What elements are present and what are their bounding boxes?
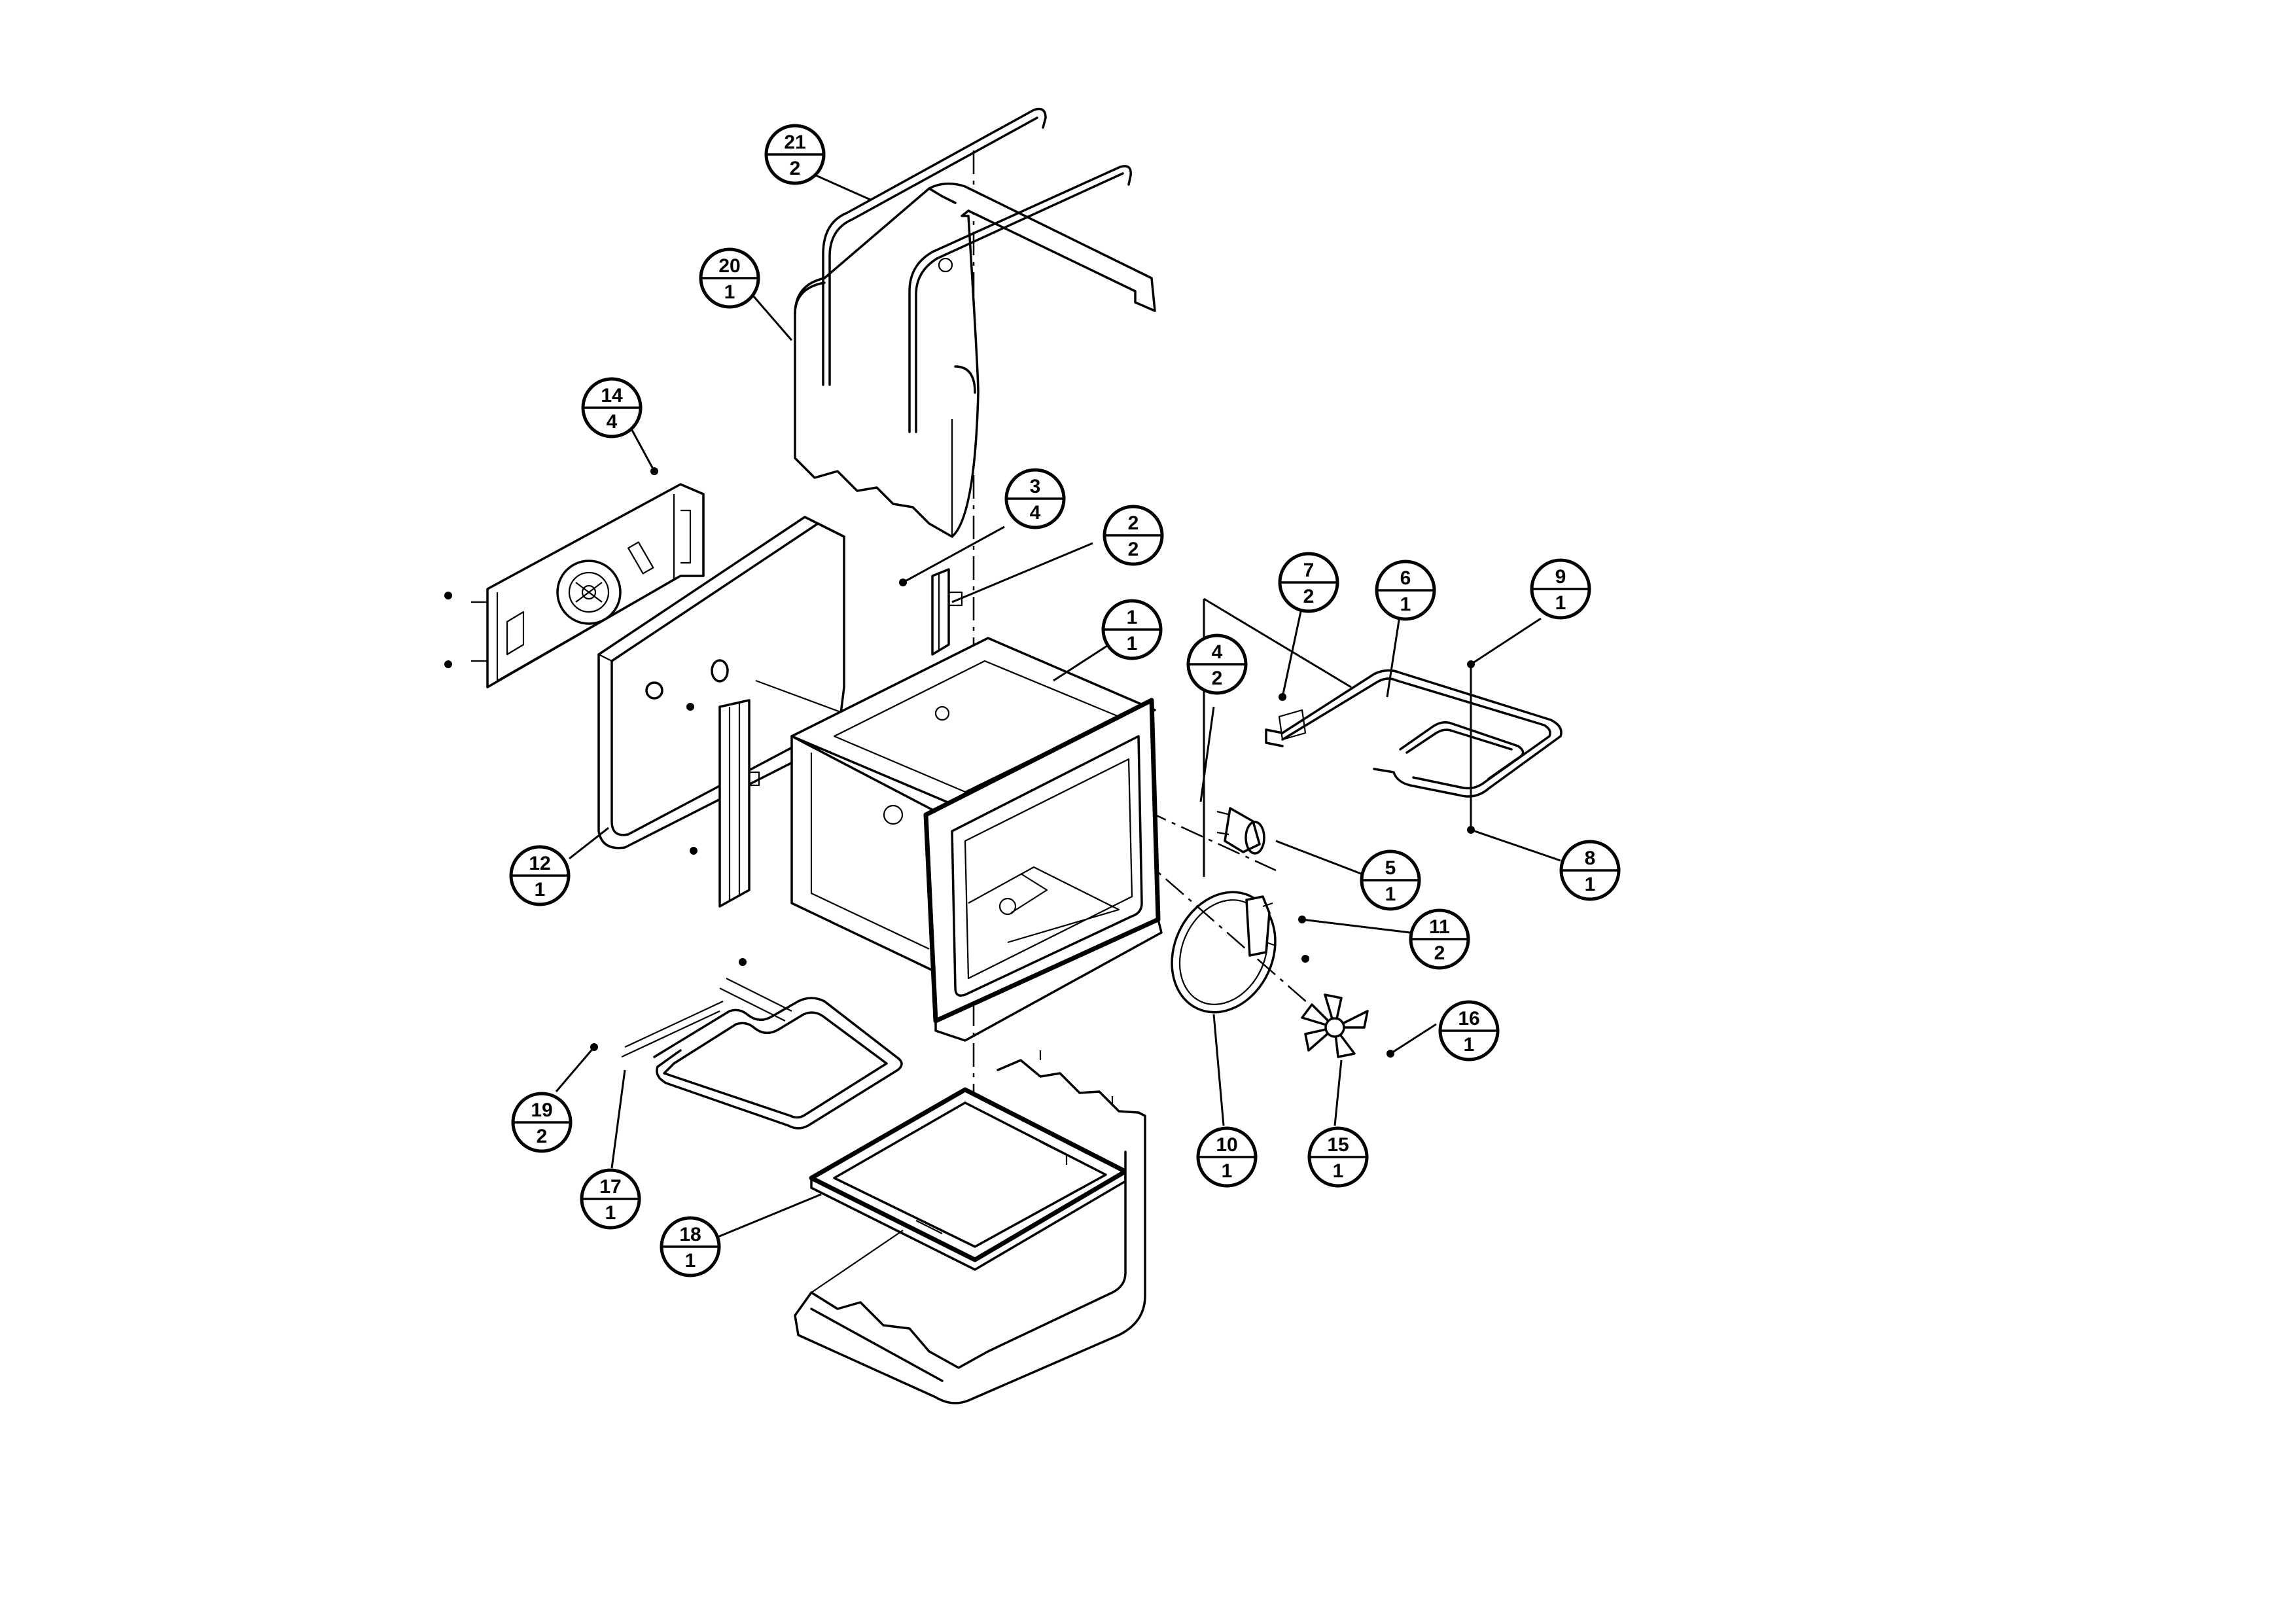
callout-item-number: 4 — [1212, 641, 1223, 663]
part-14-back-panel — [471, 483, 705, 688]
callout-quantity: 4 — [607, 411, 618, 433]
callout-quantity: 1 — [535, 879, 546, 901]
callout-quantity: 1 — [685, 1250, 696, 1272]
callout-item-number: 19 — [531, 1099, 552, 1121]
callout-14: 14 4 — [581, 377, 643, 438]
part-19-bottom-cover — [794, 1050, 1146, 1404]
callout-21: 21 2 — [764, 124, 826, 185]
callout-10: 10 1 — [1196, 1126, 1258, 1188]
callout-item-number: 8 — [1585, 847, 1596, 869]
callout-18: 18 1 — [660, 1216, 721, 1277]
callout-7: 7 2 — [1278, 552, 1339, 613]
callout-12: 12 1 — [509, 845, 571, 906]
callout-item-number: 21 — [784, 132, 805, 153]
part-1-oven-cavity — [790, 637, 1163, 1042]
callout-item-number: 5 — [1385, 857, 1396, 879]
callout-item-number: 7 — [1303, 560, 1315, 581]
callout-quantity: 1 — [1585, 874, 1596, 895]
callout-quantity: 1 — [724, 281, 735, 303]
callout-quantity: 1 — [1127, 633, 1138, 654]
callout-item-number: 11 — [1429, 916, 1450, 938]
callout-1: 1 1 — [1101, 599, 1163, 660]
callout-item-number: 1 — [1127, 607, 1138, 628]
callout-item-number: 10 — [1216, 1134, 1237, 1156]
part-15-fan-blade — [1301, 993, 1369, 1058]
part-5-lamp — [1216, 807, 1265, 855]
callout-8: 8 1 — [1559, 840, 1621, 901]
callout-item-number: 17 — [599, 1176, 621, 1198]
part-17-lower-element — [621, 978, 903, 1130]
callout-quantity: 2 — [790, 158, 801, 179]
callout-item-number: 16 — [1458, 1008, 1479, 1029]
callout-17: 17 1 — [580, 1168, 641, 1230]
callout-item-number: 9 — [1555, 566, 1566, 588]
callout-quantity: 2 — [1434, 942, 1445, 964]
callout-quantity: 2 — [1303, 586, 1315, 607]
callout-item-number: 2 — [1128, 512, 1139, 534]
callout-item-number: 20 — [718, 255, 740, 277]
callout-quantity: 2 — [537, 1126, 548, 1147]
callout-quantity: 1 — [1464, 1034, 1475, 1056]
callout-quantity: 2 — [1128, 539, 1139, 560]
part-10-fan-ring — [1171, 891, 1277, 1014]
callout-19: 19 2 — [511, 1092, 573, 1153]
callout-2: 2 2 — [1103, 505, 1164, 566]
callout-15: 15 1 — [1307, 1126, 1369, 1188]
callout-4: 4 2 — [1186, 633, 1248, 695]
callout-item-number: 14 — [601, 385, 623, 406]
callout-16: 16 1 — [1438, 1000, 1500, 1061]
callout-3: 3 4 — [1004, 468, 1066, 529]
part-2-bracket-right — [931, 568, 963, 656]
part-20-top-cover — [794, 182, 1156, 538]
callout-item-number: 18 — [679, 1224, 701, 1245]
callout-quantity: 2 — [1212, 668, 1223, 689]
callout-5: 5 1 — [1360, 849, 1421, 911]
part-21-rails — [822, 107, 1132, 433]
callout-quantity: 1 — [1555, 592, 1566, 614]
part-6-grill-element — [1265, 669, 1563, 798]
callout-9: 9 1 — [1530, 558, 1591, 620]
callout-quantity: 1 — [1333, 1160, 1344, 1182]
callout-quantity: 1 — [1222, 1160, 1233, 1182]
callout-quantity: 1 — [1385, 883, 1396, 905]
callout-item-number: 3 — [1030, 476, 1041, 497]
callout-item-number: 15 — [1327, 1134, 1349, 1156]
leader-lines — [555, 172, 1561, 1241]
callout-6: 6 1 — [1375, 560, 1436, 621]
callout-11: 11 2 — [1409, 908, 1470, 970]
callout-item-number: 12 — [529, 853, 550, 874]
callout-item-number: 6 — [1400, 567, 1411, 589]
part-3-bracket-left — [718, 699, 760, 908]
callout-quantity: 1 — [1400, 594, 1411, 615]
callout-20: 20 1 — [699, 247, 760, 309]
callout-quantity: 1 — [605, 1202, 616, 1224]
callout-quantity: 4 — [1030, 502, 1041, 524]
